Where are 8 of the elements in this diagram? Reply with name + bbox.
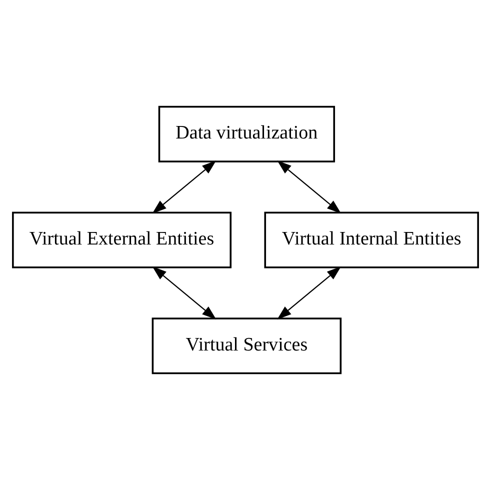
node-box: Virtual Internal Entities xyxy=(264,212,479,268)
arrow xyxy=(152,266,216,320)
node-box: Virtual Services xyxy=(152,318,342,374)
node-box: Virtual External Entities xyxy=(12,212,232,268)
node-box: Data virtualization xyxy=(158,106,336,162)
arrow xyxy=(277,266,342,320)
arrow xyxy=(277,160,342,214)
arrow xyxy=(152,160,216,214)
